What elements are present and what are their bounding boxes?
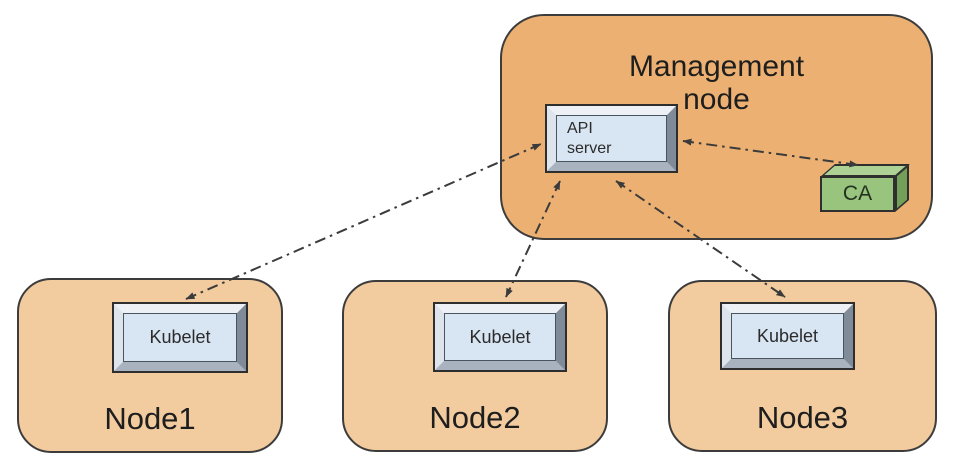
kubelet1-label: Kubelet: [123, 313, 237, 362]
ca-box: CA: [820, 176, 895, 212]
api-server-box: API server: [545, 104, 678, 173]
kubelet-box-node3: Kubelet: [720, 302, 855, 370]
node2-label: Node2: [429, 400, 521, 435]
kubelet-box-node1: Kubelet: [112, 302, 248, 373]
arrow-node1-apiserver: [185, 143, 542, 300]
kubelet3-label: Kubelet: [731, 313, 844, 359]
kubelet-box-node2: Kubelet: [433, 302, 567, 372]
api-server-label: API server: [556, 115, 667, 162]
kubelet2-label: Kubelet: [444, 313, 556, 361]
kubelet2-bevel-frame: Kubelet: [435, 304, 565, 370]
node1-label: Node1: [104, 401, 196, 436]
node3-label: Node3: [756, 400, 849, 435]
kubelet1-bevel-frame: Kubelet: [114, 304, 246, 371]
api-server-bevel-frame: API server: [547, 106, 676, 171]
kubelet3-bevel-frame: Kubelet: [722, 304, 853, 368]
ca-label: CA: [842, 182, 873, 205]
management-node-label: Management node: [628, 50, 805, 116]
